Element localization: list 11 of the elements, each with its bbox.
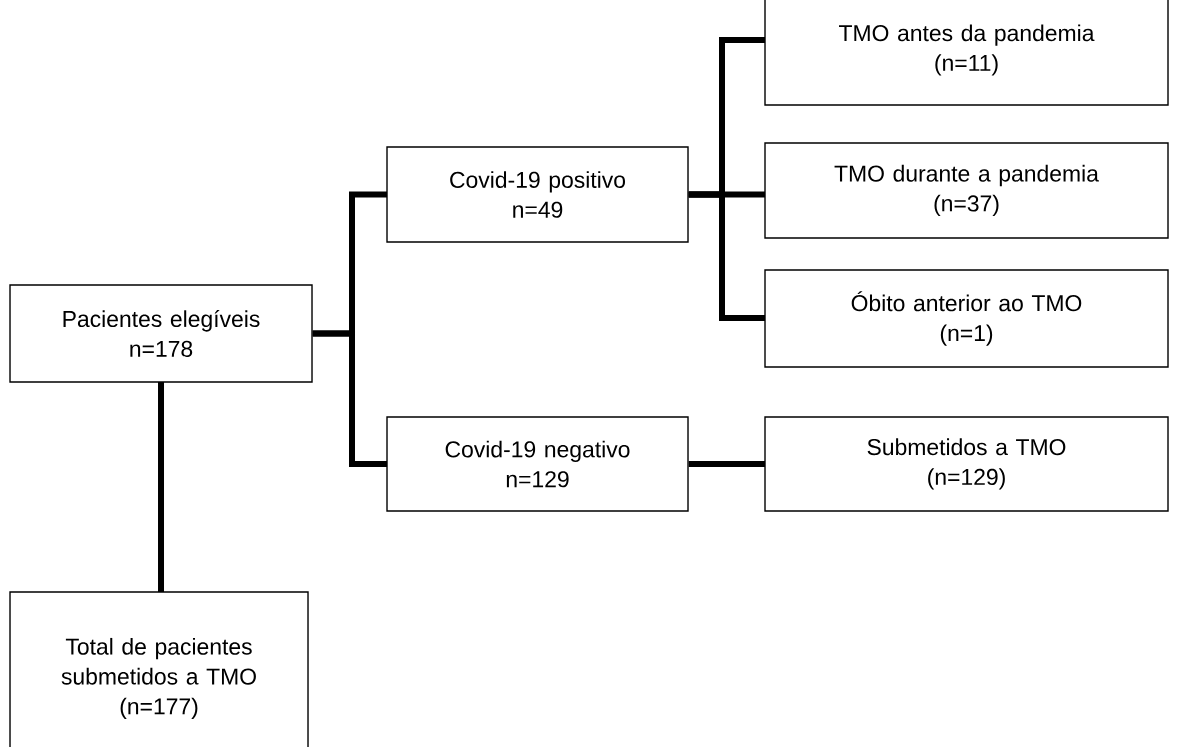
box: Covid-19 negativo n=129 [386,416,689,512]
connector-line [158,382,164,592]
box: Total de pacientes submetidos a TMO (n=177) [9,591,309,747]
box: Pacientes elegíveis n=178 [9,284,313,383]
box: TMO antes da pandemia (n=11) [764,0,1169,106]
connector-line [688,461,765,467]
connector-line [688,191,765,321]
box: Óbito anterior ao TMO (n=1) [764,269,1169,368]
box: Covid-19 positivo n=49 [386,146,689,243]
box: TMO durante a pandemia (n=37) [764,142,1169,239]
box: Submetidos a TMO (n=129) [764,416,1169,512]
